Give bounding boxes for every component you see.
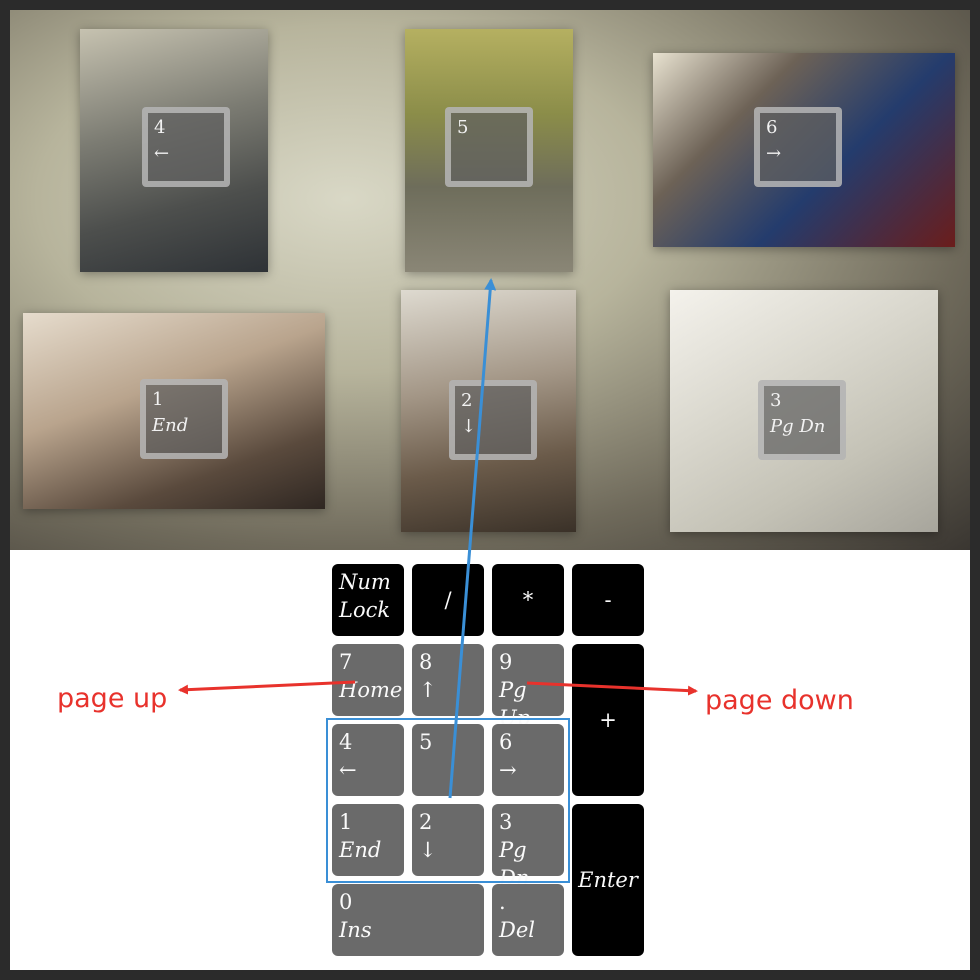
photo-key-sub: → [766, 143, 782, 164]
photo-tile-6[interactable]: 6 → [653, 53, 955, 247]
key-label: 1 [339, 810, 353, 834]
key-label: 7 [339, 650, 353, 674]
photo-tile-3[interactable]: 3 Pg Dn [670, 290, 938, 532]
key-sub-label: ↓ [419, 838, 437, 862]
key-4-left[interactable]: 4 ← [332, 724, 404, 796]
photo-key-badge: 4 ← [142, 107, 230, 187]
key-7-home[interactable]: 7 Home [332, 644, 404, 716]
highlight-box [326, 718, 570, 883]
key-label: * [522, 588, 534, 612]
arrow-move-up [448, 278, 497, 799]
photo-key-sub: ← [154, 143, 170, 164]
key-label: 9 [499, 650, 513, 674]
frame: 4 ← 5 6 → 1 End [10, 10, 970, 970]
key-sub-label: → [499, 758, 517, 782]
photo-key-sub: End [152, 415, 189, 436]
key-sub-label: Del [499, 918, 535, 942]
key-6-right[interactable]: 6 → [492, 724, 564, 796]
key-enter[interactable]: Enter [572, 804, 644, 956]
annotation-page-down: page down [705, 685, 854, 716]
key-divide[interactable]: / [412, 564, 484, 636]
photo-key-sub: Pg Dn [770, 416, 826, 437]
photo-key-number: 2 [461, 390, 473, 411]
arrow-page-down [526, 681, 698, 696]
key-3-page-down[interactable]: 3 Pg Dn [492, 804, 564, 890]
photo-key-badge: 5 [445, 107, 533, 187]
key-label: / [444, 588, 452, 612]
key-label: 5 [419, 730, 433, 754]
key-label: 8 [419, 650, 433, 674]
photo-key-number: 1 [152, 389, 164, 410]
key-minus[interactable]: - [572, 564, 644, 636]
key-label: Num [339, 570, 391, 594]
key-plus[interactable]: + [572, 644, 644, 796]
photo-key-number: 4 [154, 117, 166, 138]
arrow-page-up [178, 680, 356, 695]
annotation-page-up: page up [57, 683, 168, 714]
key-label: - [604, 588, 612, 612]
key-sub-label: Ins [339, 918, 372, 942]
photo-key-badge: 6 → [754, 107, 842, 187]
annotation-overlay [178, 278, 698, 883]
photo-key-number: 5 [457, 117, 469, 138]
key-sub-label: Lock [339, 598, 391, 622]
key-5[interactable]: 5 [412, 724, 484, 796]
key-label: 3 [499, 810, 513, 834]
photo-gallery: 4 ← 5 6 → 1 End [10, 10, 970, 550]
photo-tile-1[interactable]: 1 End [23, 313, 325, 509]
photo-key-number: 6 [766, 117, 778, 138]
key-num-lock[interactable]: Num Lock [332, 564, 404, 636]
photo-key-badge: 1 End [140, 379, 228, 459]
photo-tile-5[interactable]: 5 [405, 29, 573, 272]
photo-key-badge: 3 Pg Dn [758, 380, 846, 460]
key-multiply[interactable]: * [492, 564, 564, 636]
key-label: 6 [499, 730, 513, 754]
key-sub-label: Pg Dn [499, 838, 530, 890]
numpad: Num Lock / * - 7 Home 8 ↑ 9 Pg Up + 4 ← [332, 564, 652, 960]
key-sub-label: End [339, 838, 382, 862]
key-sub-label: ↑ [419, 678, 437, 702]
photo-tile-4[interactable]: 4 ← [80, 29, 268, 272]
key-8-up[interactable]: 8 ↑ [412, 644, 484, 716]
key-label: . [499, 890, 506, 914]
key-1-end[interactable]: 1 End [332, 804, 404, 876]
key-label: Enter [578, 868, 638, 892]
key-0-insert[interactable]: 0 Ins [332, 884, 484, 956]
photo-key-number: 3 [770, 390, 782, 411]
key-label: 2 [419, 810, 433, 834]
key-label: 0 [339, 890, 353, 914]
key-decimal-delete[interactable]: . Del [492, 884, 564, 956]
key-sub-label: ← [339, 758, 357, 782]
photo-key-badge: 2 ↓ [449, 380, 537, 460]
key-label: 4 [339, 730, 353, 754]
key-label: + [599, 708, 617, 732]
key-2-down[interactable]: 2 ↓ [412, 804, 484, 876]
photo-key-sub: ↓ [461, 416, 477, 437]
